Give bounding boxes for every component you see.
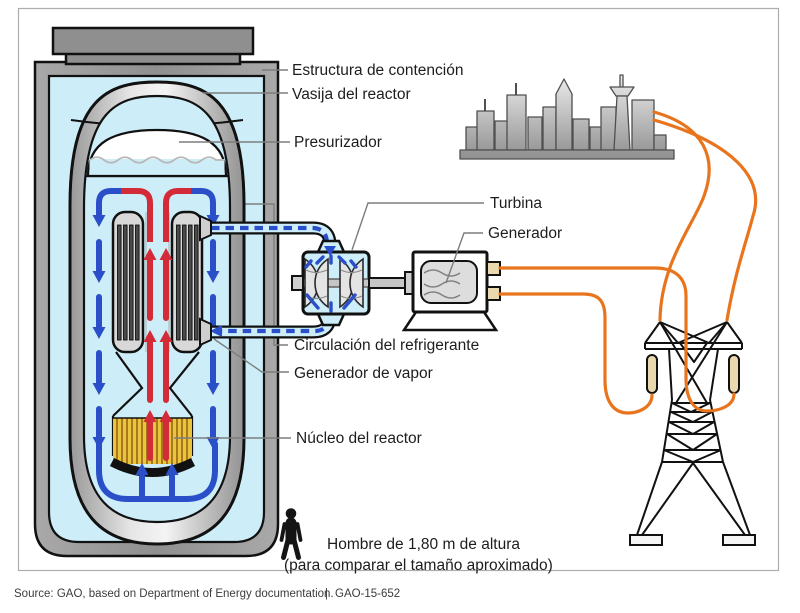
city-base [459, 149, 675, 160]
tower-foot-right [722, 534, 756, 546]
water-line [89, 156, 224, 164]
turbine-shaft-stub [291, 275, 304, 291]
generator-coil [420, 260, 478, 304]
label-generator: Generador [488, 225, 562, 242]
wire-generator-left-insulator [498, 292, 654, 415]
label-vessel: Vasija del reactor [292, 86, 411, 103]
steam-dashes [304, 254, 358, 313]
tower-foot-left [629, 534, 663, 546]
scale-note-line2: (para comparar el tamaño aproximado) [284, 557, 553, 574]
wire-city-right-arm [652, 118, 758, 322]
label-containment: Estructura de contención [292, 62, 463, 79]
label-turbine: Turbina [490, 195, 542, 212]
label-coolant-circulation: Circulación del refrigerante [294, 337, 479, 354]
insulator-left [646, 354, 658, 394]
generator-label-line [445, 232, 483, 284]
source-separator: | [325, 588, 328, 600]
label-reactor-core: Núcleo del reactor [296, 430, 422, 447]
source-report-id: GAO-15-652 [335, 588, 400, 600]
steam-generator-label-line [213, 338, 289, 373]
generator-stand [401, 310, 499, 332]
vessel-interior [82, 94, 232, 524]
turbine [291, 239, 371, 327]
core-support-plate [109, 457, 196, 477]
wire-generator-right-insulator [498, 266, 736, 413]
power-lines [498, 110, 758, 415]
label-steam-generator: Generador de vapor [294, 365, 433, 382]
label-pressurizer: Presurizador [294, 134, 382, 151]
label-lines [174, 69, 484, 439]
person-icon [279, 508, 303, 560]
terminal-top [486, 261, 501, 276]
steam-generator-columns [111, 210, 204, 354]
source-note: Source: GAO, based on Department of Ener… [14, 588, 334, 600]
insulator-right [728, 354, 740, 394]
turbine-label-line [351, 202, 484, 251]
transmission-tower-icon [629, 321, 756, 546]
terminal-bottom [486, 286, 501, 301]
vessel-nozzle-top [199, 214, 212, 242]
coolant-label-line [229, 203, 288, 346]
containment-cap [51, 26, 255, 56]
needle-spire [619, 74, 624, 89]
vessel-nozzle-bottom [199, 317, 212, 347]
scale-note-line1: Hombre de 1,80 m de altura [327, 536, 520, 553]
city-skyline-icon [459, 74, 675, 160]
wire-city-left-arm [652, 110, 711, 322]
